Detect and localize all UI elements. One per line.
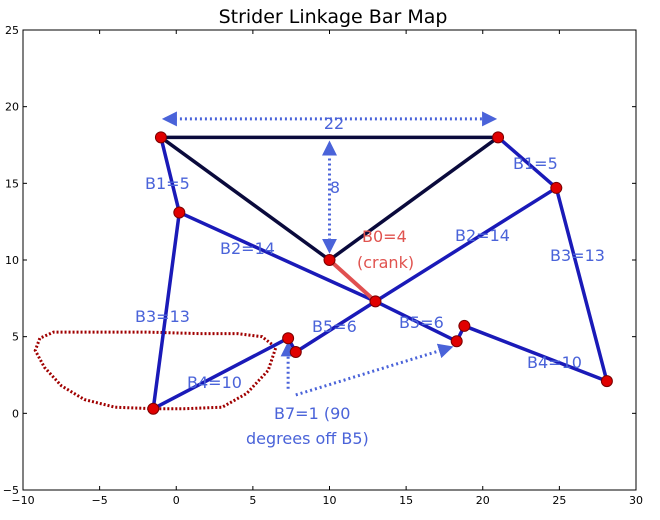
joint-l1 (173, 206, 186, 219)
b4-left-label: B4=10 (187, 373, 242, 392)
b5-left-label: B5=6 (312, 317, 357, 336)
b7-label-line1: B7=1 (90 (274, 404, 350, 423)
foot-path-line (33, 330, 278, 411)
joint-rf (600, 375, 613, 388)
joint-lf (147, 402, 160, 415)
linkage-bar (151, 336, 290, 411)
x-tick-label: 0 (173, 494, 180, 507)
bar-labels: 22 8 B1=5 B1=5 B2=14 B2=14 B3=13 B3=13 B… (135, 114, 605, 448)
linkage-bar (554, 186, 609, 383)
chart-title: Strider Linkage Bar Map (219, 6, 448, 28)
y-tick-label: 25 (5, 24, 19, 37)
x-tick-label: 30 (629, 494, 643, 507)
x-tick-label: 15 (399, 494, 413, 507)
crank-bar (327, 258, 378, 304)
b3-left-label: B3=13 (135, 307, 190, 326)
joint-rt (492, 131, 505, 144)
x-tick-label: −5 (92, 494, 108, 507)
dimension-arrows (161, 111, 498, 397)
y-tick-label: 0 (12, 407, 19, 420)
linkage-bar (373, 186, 559, 304)
y-tick-label: −5 (3, 484, 19, 497)
frame-triangle (159, 135, 500, 262)
dim-8-label: 8 (330, 178, 340, 197)
y-tick-label: 5 (12, 331, 19, 344)
b2-left-label: B2=14 (220, 239, 275, 258)
b1-right-label: B1=5 (513, 154, 558, 173)
linkage-bar (177, 210, 378, 304)
frame-bar (159, 135, 331, 262)
joint-rk1 (450, 335, 463, 348)
b1-left-label: B1=5 (145, 174, 190, 193)
linkage-bar (496, 135, 559, 190)
x-tick-label: 5 (249, 494, 256, 507)
x-tick-label: 25 (552, 494, 566, 507)
joint-lk1 (282, 332, 295, 345)
linkage-bar (462, 324, 609, 383)
b4-right-label: B4=10 (527, 353, 582, 372)
x-tick-label: −10 (11, 494, 34, 507)
joint-cr (369, 295, 382, 308)
joint-rk2 (458, 319, 471, 332)
linkage-bar (373, 299, 459, 344)
b7-arrow-right (295, 343, 454, 397)
joint-lt (154, 131, 167, 144)
b3-right-label: B3=13 (550, 246, 605, 265)
x-tick-label: 10 (323, 494, 337, 507)
y-tick-label: 15 (5, 177, 19, 190)
linkage-bar (151, 210, 182, 411)
y-tick-label: 20 (5, 101, 19, 114)
dim-22-label: 22 (324, 114, 344, 133)
joint-c (323, 254, 336, 266)
y-tick-label: 10 (5, 254, 19, 267)
crank-label: (crank) (357, 253, 414, 272)
frame-bar (328, 135, 500, 262)
b5-right-label: B5=6 (399, 313, 444, 332)
x-tick-label: 20 (476, 494, 490, 507)
foot-path-trace (33, 330, 278, 411)
crank-line (327, 258, 378, 304)
b7-label-line2: degrees off B5) (246, 429, 369, 448)
linkage-bar (294, 299, 378, 354)
joint-lk2 (289, 346, 302, 358)
joint-r1 (550, 181, 563, 194)
joints (147, 131, 613, 415)
linkage-bar (159, 135, 182, 215)
b2-right-label: B2=14 (455, 226, 510, 245)
linkage-bars (151, 135, 609, 411)
b0-label: B0=4 (362, 227, 407, 246)
